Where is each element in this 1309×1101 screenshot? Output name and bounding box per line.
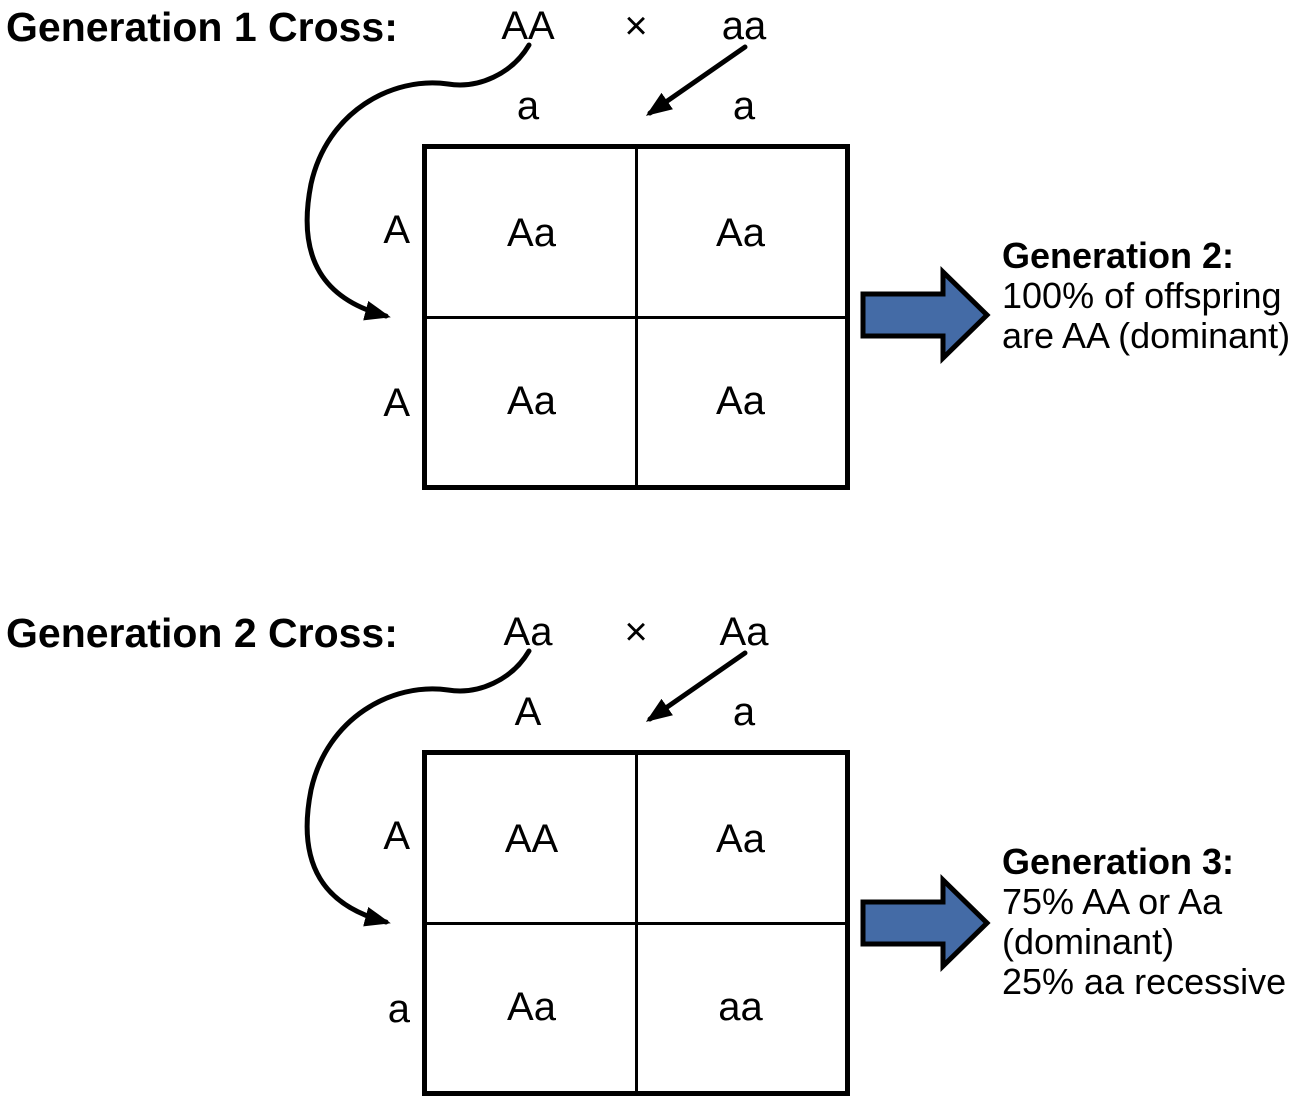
result-title: Generation 3: (1002, 841, 1235, 882)
punnett-square: AA Aa Aa aa (422, 750, 850, 1096)
column-header-allele: a (516, 84, 540, 128)
punnett-cell: Aa (716, 378, 765, 423)
cross-symbol: × (624, 610, 648, 654)
section-generation-1-cross: Generation 1 Cross: AA × aa a a A A Aa A… (0, 0, 1309, 495)
punnett-cells: AA Aa Aa aa (427, 755, 845, 1091)
punnett-cell: Aa (716, 816, 765, 861)
result-text-block: Generation 2: 100% of offspring are AA (… (1002, 236, 1290, 356)
section-title: Generation 2 Cross: (6, 610, 398, 656)
square-horizontal-divider (427, 921, 845, 925)
punnett-cell: Aa (507, 210, 556, 255)
result-text-block: Generation 3: 75% AA or Aa (dominant) 25… (1002, 842, 1286, 1002)
parent2-genotype: aa (721, 4, 767, 48)
punnett-square: Aa Aa Aa Aa (422, 144, 850, 490)
result-line: 25% aa recessive (1002, 961, 1287, 1002)
punnett-cell: Aa (507, 984, 556, 1029)
row-header-allele: A (383, 208, 410, 252)
row-header-allele: A (383, 814, 410, 858)
square-horizontal-divider (427, 315, 845, 319)
column-header-allele: A (514, 690, 542, 734)
row-header-allele: a (387, 987, 410, 1031)
parent2-genotype: Aa (719, 610, 769, 654)
punnett-cell: Aa (716, 210, 765, 255)
column-header-allele: a (732, 690, 756, 734)
row-header-allele: A (383, 381, 410, 425)
punnett-cells: Aa Aa Aa Aa (427, 149, 845, 485)
punnett-cell: aa (718, 984, 763, 1029)
section-title: Generation 1 Cross: (6, 4, 398, 50)
section-generation-2-cross: Generation 2 Cross: Aa × Aa A a A a AA A… (0, 606, 1309, 1101)
result-title: Generation 2: (1002, 235, 1235, 276)
parent1-genotype: Aa (503, 610, 553, 654)
parent1-genotype: AA (501, 4, 555, 48)
column-header-allele: a (732, 84, 756, 128)
cross-symbol: × (624, 4, 648, 48)
result-line: (dominant) (1002, 921, 1175, 962)
result-line: 75% AA or Aa (1002, 881, 1223, 922)
result-line: 100% of offspring (1002, 275, 1282, 316)
punnett-cell: AA (504, 816, 559, 861)
punnett-cell: Aa (507, 378, 556, 423)
result-line: are AA (dominant) (1002, 315, 1291, 356)
